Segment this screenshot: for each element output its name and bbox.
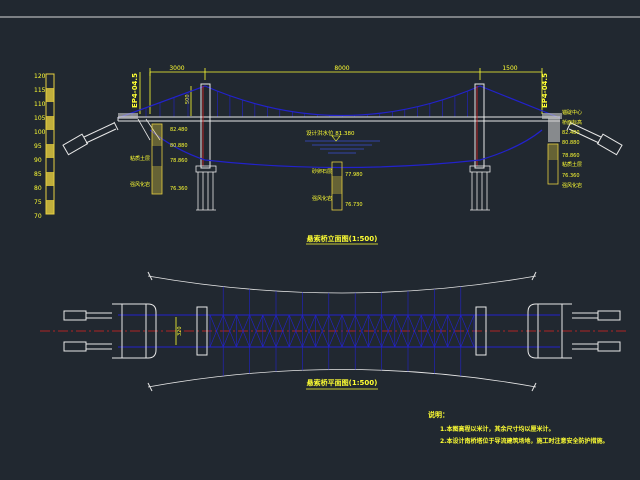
deck-width-dim: 320 [177,326,183,336]
plan-right-anchorage [527,303,621,359]
left-soil-1: 粘质土层 [130,155,150,162]
scale-label: 70 [34,213,42,220]
left-level-low: 78.860 [170,158,188,164]
left-level-bottom: 76.360 [170,186,188,192]
deck-brace [302,314,316,348]
plan-left-tower [196,306,208,356]
left-level-mid: 80.880 [170,143,188,149]
scale-label: 120 [34,73,46,80]
wind-cable-bottom [147,369,537,388]
plan-left-anchorage [63,303,157,359]
mid-level-1: 77.980 [345,172,363,178]
wind-cable-top [147,275,537,294]
deck-brace [368,314,382,348]
mid-soil-column [331,161,343,211]
scale-label: 115 [34,87,46,94]
left-abutment [118,113,163,195]
scale-label: 110 [34,101,46,108]
right-level-bottom: 76.360 [562,173,580,179]
deck-brace [328,314,343,348]
right-level-low: 78.860 [562,153,580,159]
right-soil-2: 强风化岩 [562,182,582,189]
notes-block: 说明： 1.本图高程以米计，其余尺寸均以厘米计。 2.本设计南桥塔位于导流建筑场… [428,410,608,445]
deck-brace [381,314,396,348]
scale-label: 105 [34,115,46,122]
plan-title: 悬索桥平面图(1:500) [306,378,378,387]
deck-brace [394,314,409,348]
scale-label: 85 [34,171,42,178]
left-soil-2: 强风化岩 [130,181,150,188]
scale-label: 100 [34,129,46,136]
plan-right-tower [475,306,487,356]
deck-brace [420,314,435,348]
mid-soil-1: 砂卵石层 [312,168,332,175]
deck-brace [222,314,237,348]
ground-profile [149,129,543,169]
mid-soil-2: 强风化岩 [312,195,332,202]
scale-label: 90 [34,157,42,164]
right-anchor-label: EP4-04.5 [541,73,549,108]
scale-label: 80 [34,185,42,192]
deck-brace [407,314,422,348]
right-level-mid: 80.880 [562,140,580,146]
right-level-top: 82.480 [562,130,580,136]
deck-brace [354,314,369,348]
main-span-dim: 8000 [334,65,349,72]
elevation-title: 悬索桥立面图(1:500) [306,234,378,243]
right-label-mid: 桥面标高 [562,119,582,126]
left-span-dim: 3000 [169,65,184,72]
right-label-top: 锚碇中心 [562,109,582,116]
deck-brace [447,314,462,348]
deck-brace [236,314,250,348]
deck-brace [209,314,224,348]
left-anchor-label: EP4-04.5 [131,73,139,108]
left-tower [195,83,217,211]
elevation-dimension-line [149,68,543,80]
bridge-deck [118,116,560,122]
deck-brace [249,314,264,348]
water-level-marker [305,135,380,154]
notes-heading: 说明： [428,410,449,419]
deck-brace [315,314,330,348]
plan-view: 320 悬索桥平面图(1:500) [40,271,628,392]
right-span-dim: 1500 [502,65,517,72]
right-anchor-block [566,121,623,156]
scale-label: 75 [34,199,42,206]
right-tower [469,83,491,211]
mid-level-2: 76.730 [345,202,363,208]
elevation-scale-bar: 120 115 110 105 100 95 90 85 80 75 70 [34,73,55,220]
scale-label: 95 [34,143,42,150]
notes-line-1: 1.本图高程以米计，其余尺寸均以厘米计。 [440,425,554,433]
right-soil-1: 粘质土层 [562,161,582,168]
deck-brace [434,314,448,348]
deck-brace [460,314,475,348]
deck-brace [288,314,303,348]
elevation-view: 120 115 110 105 100 95 90 85 80 75 70 EP4-04.5 EP4… [34,65,623,245]
deck-brace [262,314,277,348]
left-level-top: 82.480 [170,127,188,133]
deck-brace [275,314,290,348]
deck-brace [341,314,356,348]
left-anchor-block [62,121,119,156]
design-water-level: 设计洪水位 81.380 [306,129,355,137]
notes-line-2: 2.本设计南桥塔位于导流建筑场地，施工时注意安全防护措施。 [440,437,608,445]
right-abutment [542,113,562,185]
